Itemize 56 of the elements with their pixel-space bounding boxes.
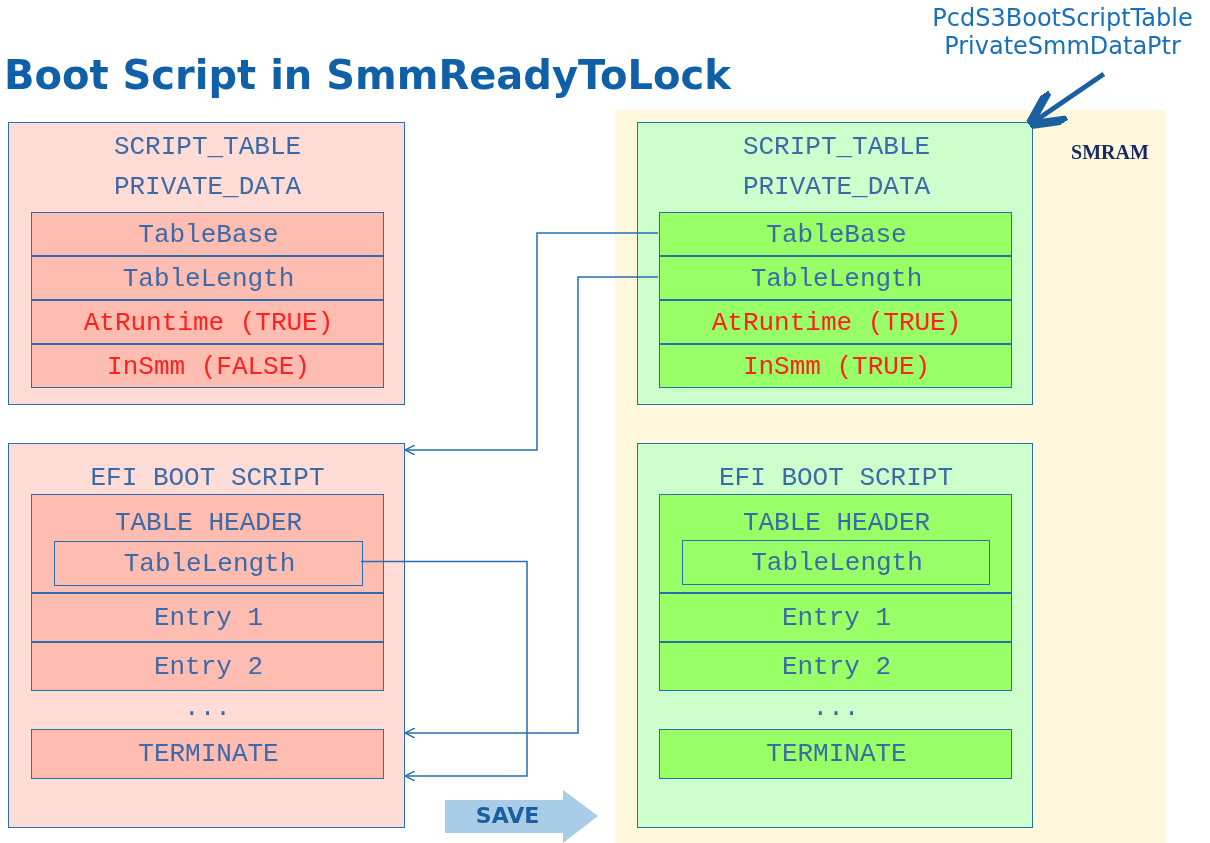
box-label: SCRIPT_TABLE PRIVATE_DATA <box>112 131 303 204</box>
box-label: Entry 2 <box>152 651 265 684</box>
box-label: EFI BOOT SCRIPT <box>89 462 326 495</box>
box-label: TableLength <box>750 547 924 580</box>
arrow <box>1024 71 1106 130</box>
field-row <box>659 300 1012 344</box>
save-arrow <box>445 790 598 843</box>
arrow <box>404 232 659 456</box>
arrow <box>360 560 528 782</box>
box-label: TABLE HEADER <box>741 507 932 540</box>
box-label: Entry 1 <box>152 602 265 635</box>
entry-row <box>31 729 384 779</box>
entry-row <box>659 642 1012 691</box>
field-row <box>31 300 384 344</box>
box-label: InSmm (FALSE) <box>106 351 311 384</box>
entry-row <box>659 729 1012 779</box>
entry-row <box>31 642 384 691</box>
struct-box <box>8 443 405 828</box>
field-row <box>54 541 363 586</box>
struct-box <box>637 122 1033 405</box>
memory-region <box>615 110 1165 843</box>
header-row <box>31 494 384 593</box>
field-row <box>31 212 384 256</box>
struct-box <box>8 122 405 405</box>
region-label: SMRAM <box>1070 140 1150 165</box>
box-label: InSmm (TRUE) <box>741 351 932 384</box>
field-row <box>659 212 1012 256</box>
box-label: TableBase <box>765 219 908 252</box>
box-label: TableLength <box>121 263 296 296</box>
box-label: Entry 2 <box>780 651 893 684</box>
arrow <box>404 276 659 739</box>
box-label: ... <box>811 692 861 725</box>
box-label: ... <box>183 692 232 725</box>
box-label: AtRuntime (TRUE) <box>82 307 335 340</box>
struct-box <box>637 443 1033 828</box>
field-row <box>659 344 1012 388</box>
header-row <box>659 494 1012 593</box>
box-label: TableBase <box>137 219 280 252</box>
arrow-label: SAVE <box>474 802 541 830</box>
box-label: TERMINATE <box>765 738 908 771</box>
box-label: TableLength <box>122 548 297 581</box>
pointer-label: PcdS3BootScriptTable PrivateSmmDataPtr <box>931 4 1194 60</box>
box-label: TableLength <box>749 263 924 296</box>
box-label: Entry 1 <box>780 602 893 635</box>
box-label: EFI BOOT SCRIPT <box>717 462 954 495</box>
field-row <box>31 344 384 388</box>
field-row <box>31 256 384 300</box>
slide-title: Boot Script in SmmReadyToLock <box>4 52 731 98</box>
box-label: SCRIPT_TABLE PRIVATE_DATA <box>741 131 932 204</box>
box-label: AtRuntime (TRUE) <box>710 307 963 340</box>
field-row <box>682 540 990 585</box>
entry-row <box>659 593 1012 642</box>
box-label: TABLE HEADER <box>113 507 304 540</box>
entry-row <box>31 593 384 642</box>
box-label: TERMINATE <box>137 738 280 771</box>
field-row <box>659 256 1012 300</box>
